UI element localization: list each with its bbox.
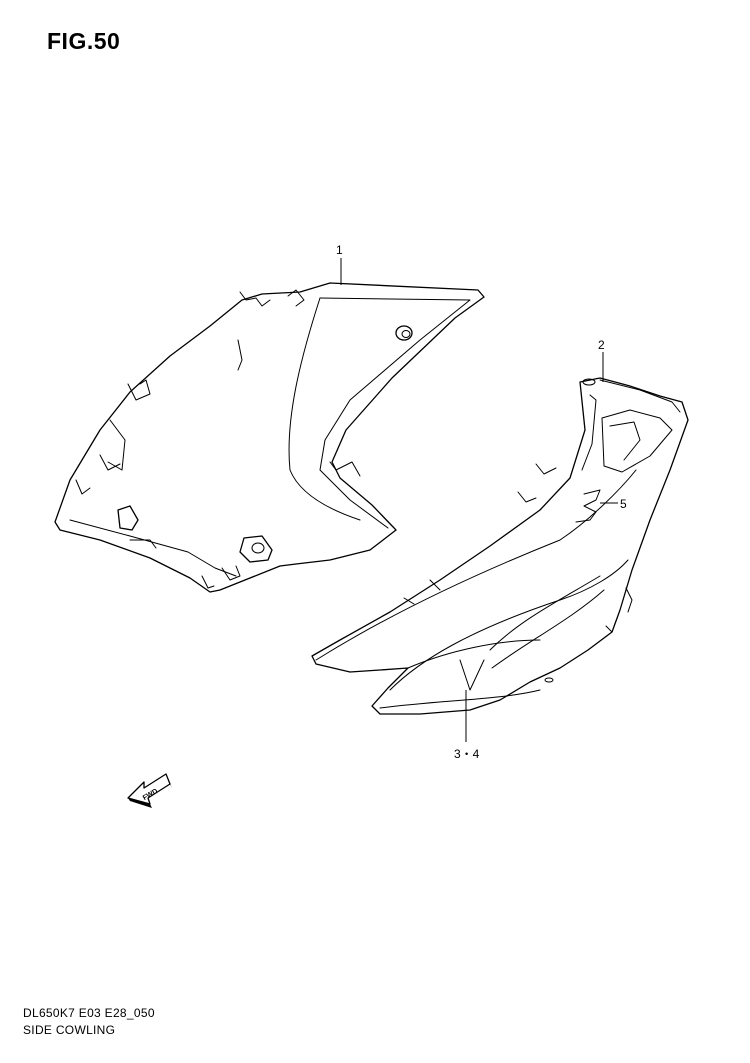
part-2-side-cowling[interactable] [311,377,689,715]
fwd-arrow-icon: FWD [127,773,172,808]
callout-5[interactable]: 5 [620,497,627,511]
figure-title: FIG.50 [47,28,121,54]
callout-2[interactable]: 2 [598,338,605,352]
part-1-side-cowling[interactable] [54,282,485,593]
callout-3-4[interactable]: 3・4 [454,747,480,761]
section-name: SIDE COWLING [23,1023,116,1037]
model-code: DL650K7 E03 E28_050 [23,1006,155,1020]
callout-1[interactable]: 1 [336,243,343,257]
